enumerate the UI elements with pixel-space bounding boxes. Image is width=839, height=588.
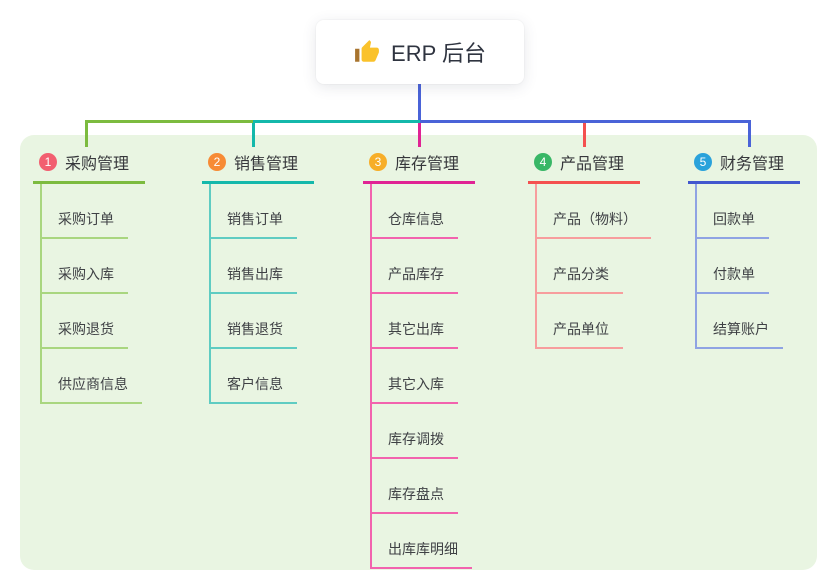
branch-children-sales: 销售订单 销售出库 销售退货 客户信息 (209, 184, 314, 404)
node-product-category[interactable]: 产品分类 (537, 239, 623, 294)
node-stock-transfer[interactable]: 库存调拨 (372, 404, 458, 459)
branch-product: 4 产品管理 产品（物料） 产品分类 产品单位 (528, 150, 651, 349)
branch-sales: 2 销售管理 销售订单 销售出库 销售退货 客户信息 (202, 150, 315, 404)
branch-children-product: 产品（物料） 产品分类 产品单位 (535, 184, 651, 349)
badge-4: 4 (534, 153, 552, 171)
root-node-label: ERP 后台 (391, 41, 486, 66)
branch-purchase: 1 采购管理 采购订单 采购入库 采购退货 供应商信息 (33, 150, 146, 404)
node-outbound-detail[interactable]: 出库库明细 (372, 514, 472, 569)
node-sales-order[interactable]: 销售订单 (211, 184, 297, 239)
badge-3: 3 (369, 153, 387, 171)
node-settlement-account[interactable]: 结算账户 (697, 294, 783, 349)
node-sales-return[interactable]: 销售退货 (211, 294, 297, 349)
branch-inventory: 3 库存管理 仓库信息 产品库存 其它出库 其它入库 库存调拨 库存盘点 出库库… (363, 150, 476, 569)
badge-1: 1 (39, 153, 57, 171)
branch-title-purchase[interactable]: 1 采购管理 (33, 150, 146, 184)
node-purchase-order[interactable]: 采购订单 (42, 184, 128, 239)
node-other-outbound[interactable]: 其它出库 (372, 294, 458, 349)
node-supplier-info[interactable]: 供应商信息 (42, 349, 142, 404)
branch-title-sales[interactable]: 2 销售管理 (202, 150, 315, 184)
branch-label: 产品管理 (560, 156, 625, 173)
node-product-stock[interactable]: 产品库存 (372, 239, 458, 294)
node-product-unit[interactable]: 产品单位 (537, 294, 623, 349)
bus-segment-sales (253, 120, 420, 123)
badge-5: 5 (694, 153, 712, 171)
node-product-material[interactable]: 产品（物料） (537, 184, 651, 239)
badge-2: 2 (208, 153, 226, 171)
thumbs-up-icon (354, 39, 380, 65)
mindmap-panel (20, 135, 817, 570)
branch-label: 采购管理 (65, 156, 130, 173)
branch-title-inventory[interactable]: 3 库存管理 (363, 150, 476, 184)
drop-line-sales (252, 123, 255, 147)
drop-line-finance (748, 120, 751, 147)
node-warehouse-info[interactable]: 仓库信息 (372, 184, 458, 239)
node-purchase-inbound[interactable]: 采购入库 (42, 239, 128, 294)
node-customer-info[interactable]: 客户信息 (211, 349, 297, 404)
drop-line-product (583, 123, 586, 147)
node-receipt-doc[interactable]: 回款单 (697, 184, 769, 239)
root-node[interactable]: ERP 后台 (316, 20, 524, 84)
branch-children-purchase: 采购订单 采购入库 采购退货 供应商信息 (40, 184, 145, 404)
branch-finance: 5 财务管理 回款单 付款单 结算账户 (688, 150, 801, 349)
branch-title-product[interactable]: 4 产品管理 (528, 150, 641, 184)
root-connector-line (418, 84, 421, 123)
node-purchase-return[interactable]: 采购退货 (42, 294, 128, 349)
node-payment-doc[interactable]: 付款单 (697, 239, 769, 294)
branch-children-finance: 回款单 付款单 结算账户 (695, 184, 800, 349)
node-stock-count[interactable]: 库存盘点 (372, 459, 458, 514)
branch-title-finance[interactable]: 5 财务管理 (688, 150, 801, 184)
branch-label: 销售管理 (234, 156, 299, 173)
bus-segment-finance (420, 120, 751, 123)
branch-label: 库存管理 (395, 156, 460, 173)
branch-label: 财务管理 (720, 156, 785, 173)
drop-line-purchase (85, 120, 88, 147)
node-other-inbound[interactable]: 其它入库 (372, 349, 458, 404)
bus-segment-purchase (85, 120, 253, 123)
node-sales-outbound[interactable]: 销售出库 (211, 239, 297, 294)
drop-line-inventory (418, 123, 421, 147)
branch-children-inventory: 仓库信息 产品库存 其它出库 其它入库 库存调拨 库存盘点 出库库明细 (370, 184, 475, 569)
